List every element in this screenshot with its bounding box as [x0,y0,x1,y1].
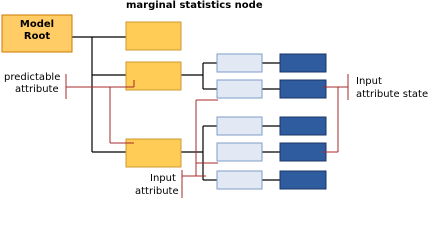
label-input-attribute-line2: attribute [135,186,179,197]
model-root-box [1,14,73,53]
dark-node-1 [279,53,327,73]
diagram-title: marginal statistics node [126,0,263,11]
label-predictable-line2: attribute [15,84,59,95]
light-node-5 [216,170,263,190]
tree-connectors [72,36,280,181]
dark-node-5 [279,170,327,190]
label-input-state-line2: attribute state [356,89,428,100]
light-node-2 [216,79,263,99]
label-input-state-line1: Input [356,76,382,87]
annotation-leaders [65,74,349,198]
yellow-node-1 [125,21,182,51]
yellow-node-3 [125,138,182,168]
light-node-3 [216,116,263,136]
model-root-label-line2: Root [23,31,51,42]
model-root-label: Model Root [2,19,72,43]
label-input-attribute-line1: Input [150,173,176,184]
dark-node-4 [279,142,327,162]
diagram-svg [1,14,349,198]
dark-node-3 [279,116,327,136]
model-root-label-line1: Model [19,19,55,30]
diagram-canvas: marginal statistics node Model Root pred… [1,0,428,198]
light-node-1 [216,53,263,73]
dark-node-2 [279,79,327,99]
label-predictable-line1: predictable [4,72,61,83]
yellow-node-2 [125,61,182,91]
light-node-4 [216,142,263,162]
